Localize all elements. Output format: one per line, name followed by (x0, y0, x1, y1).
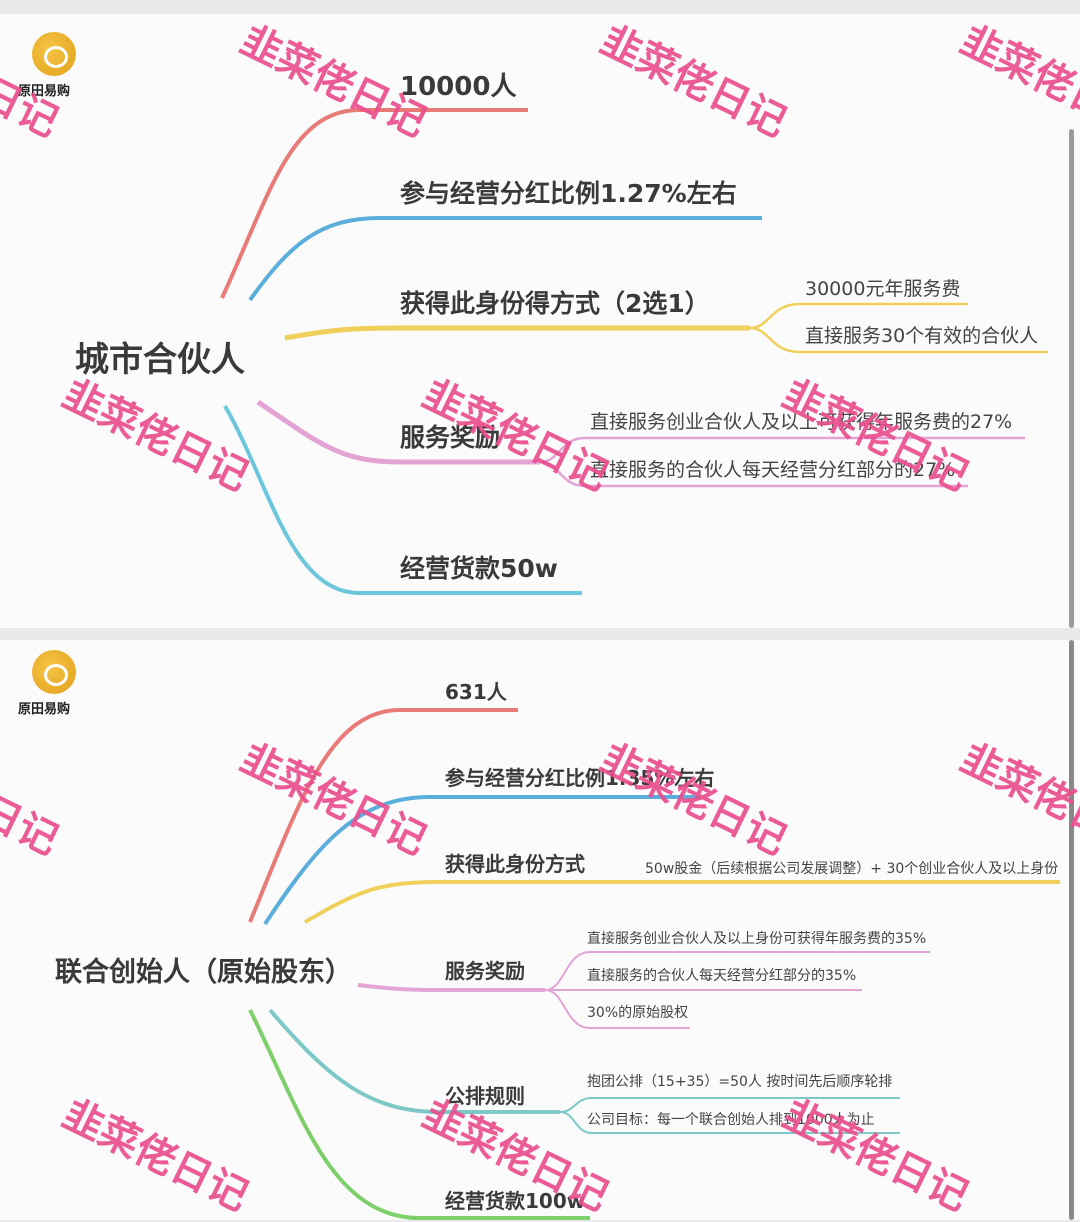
connector-pink-sub2 (539, 460, 968, 488)
acquire-option: 50w股金（后续根据公司发展调整）+ 30个创业合伙人及以上身份 (645, 861, 1059, 877)
branch-payment: 经营货款100w (445, 1189, 586, 1213)
reward-item-1: 直接服务创业合伙人及以上身份可获得年服务费的35% (587, 931, 927, 947)
reward-item-2: 直接服务的合伙人每天经营分红部分的35% (587, 968, 857, 984)
branch-dividend: 参与经营分红比例1.35%左右 (445, 766, 715, 790)
acquire-option-2: 直接服务30个有效的合伙人 (805, 325, 1039, 347)
branch-ranking-rules: 公排规则 (445, 1084, 525, 1108)
reward-item-3: 30%的原始股权 (587, 1005, 689, 1021)
connector-blue (263, 795, 700, 926)
connector-yellow (303, 880, 1060, 924)
branch-reward: 服务奖励 (445, 959, 525, 983)
logo: 原田易购 (18, 32, 90, 112)
connector-red (220, 108, 528, 299)
logo: 原田易购 (18, 650, 90, 730)
root-node: 联合创始人（原始股东） (55, 957, 352, 988)
connector-teal-sub1 (559, 1097, 900, 1113)
co-founder-mindmap: 原田易购 联合创始人（原始股东） 631人 参与经营分红比例1.35%左右 获得… (0, 640, 1080, 1220)
connector-pink (256, 399, 540, 465)
connector-teal (268, 1008, 560, 1114)
acquire-option-1: 30000元年服务费 (805, 278, 961, 300)
city-partner-mindmap: 原田易购 城市合伙人 10000人 参与经营分红比例1.27%左右 获得此身份得… (0, 14, 1080, 628)
reward-item-1: 直接服务创业合伙人及以上可获得年服务费的27% (590, 411, 1013, 433)
connector-green (248, 1009, 590, 1220)
branch-payment: 经营货款50w (400, 554, 558, 583)
connector-pink-sub3 (544, 989, 690, 1029)
scrollbar[interactable] (1069, 640, 1074, 1220)
branch-dividend: 参与经营分红比例1.27%左右 (400, 179, 737, 208)
connector-yellow-sub1 (749, 302, 968, 330)
connector-blue (248, 216, 762, 302)
connector-yellow (284, 325, 750, 341)
branch-count: 631人 (445, 680, 507, 704)
mindmap-connectors (220, 108, 1048, 595)
connector-teal-sub2 (559, 1111, 900, 1134)
logo-icon (32, 650, 76, 694)
branch-count: 10000人 (400, 72, 517, 102)
scrollbar[interactable] (1069, 129, 1074, 628)
branch-acquire: 获得此身份方式 (445, 852, 585, 876)
logo-text: 原田易购 (18, 84, 71, 99)
branch-acquire: 获得此身份得方式（2选1） (400, 289, 710, 318)
rule-item-1: 抱团公排（15+35）=50人 按时间先后顺序轮排 (587, 1074, 893, 1090)
mindmap-connectors (248, 708, 1060, 1220)
connector-pink-sub1 (539, 436, 1025, 464)
connector-pink (357, 983, 545, 992)
logo-icon (32, 32, 76, 76)
branch-reward: 服务奖励 (400, 423, 501, 452)
rule-item-2: 公司目标：每一个联合创始人排到1000人为止 (587, 1112, 875, 1128)
connector-pink-sub1 (544, 951, 930, 991)
connector-cyan (223, 405, 582, 595)
reward-item-2: 直接服务的合伙人每天经营分红部分的27% (590, 459, 956, 481)
connector-yellow-sub2 (749, 326, 1048, 354)
logo-text: 原田易购 (18, 702, 71, 717)
connector-red (248, 708, 518, 923)
root-node: 城市合伙人 (75, 340, 245, 380)
